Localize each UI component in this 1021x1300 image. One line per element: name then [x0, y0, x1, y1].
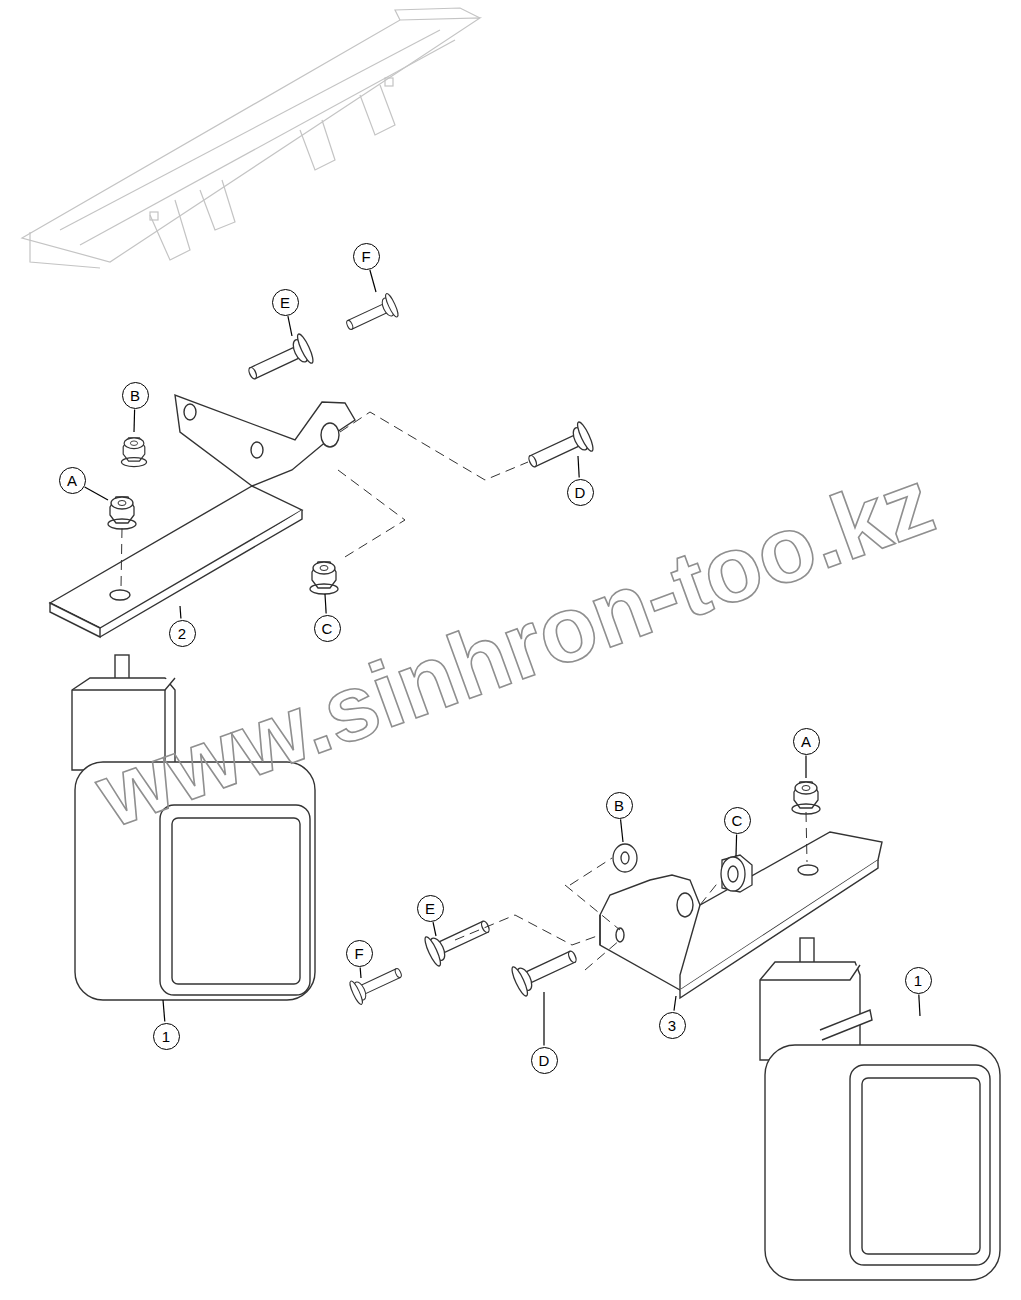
callout-circle: D [567, 479, 594, 506]
leader-line [543, 992, 544, 1046]
callout-circle: A [793, 728, 820, 755]
callout-circle: E [417, 895, 444, 922]
leader-line [179, 606, 181, 619]
leader-line [325, 594, 326, 614]
leader-line [85, 487, 108, 500]
callout-circle: B [606, 792, 633, 819]
callout-circle: C [314, 615, 341, 642]
callout-label: 3 [668, 1018, 676, 1033]
leader-line [360, 967, 362, 978]
callout-label: E [280, 295, 290, 310]
leader-line [805, 756, 806, 779]
callout-circle: D [531, 1047, 558, 1074]
callout-label: A [67, 473, 77, 488]
callout-label: C [322, 621, 333, 636]
callout-circle: C [724, 807, 751, 834]
leader-line [735, 834, 737, 856]
leader-line [919, 994, 920, 1016]
leader-line [370, 270, 376, 292]
callout-label: F [354, 946, 363, 961]
callout-label: A [801, 734, 811, 749]
callout-circle: B [122, 382, 149, 409]
callout-circle: 1 [905, 967, 932, 994]
callout-circle: F [346, 940, 373, 967]
leader-line [133, 409, 135, 432]
callout-circle: F [353, 243, 380, 270]
callout-label: D [575, 485, 586, 500]
leader-line [288, 316, 292, 336]
leader-line [621, 819, 623, 842]
leader-line [578, 456, 579, 478]
callout-label: B [130, 388, 140, 403]
callout-label: B [614, 798, 624, 813]
callout-circle: 3 [659, 1012, 686, 1039]
leader-line [433, 922, 436, 936]
callout-label: D [539, 1053, 550, 1068]
leader-line [674, 996, 676, 1011]
callout-label: E [425, 901, 435, 916]
callout-label: F [361, 249, 370, 264]
callout-circle: 2 [169, 620, 196, 647]
callout-circle: A [59, 467, 86, 494]
callout-circle: 1 [153, 1023, 180, 1050]
leader-line [163, 1000, 165, 1022]
callout-circle: E [272, 289, 299, 316]
callout-label: 2 [178, 626, 186, 641]
callout-label: 1 [162, 1029, 170, 1044]
callout-label: 1 [914, 973, 922, 988]
callout-label: C [732, 813, 743, 828]
